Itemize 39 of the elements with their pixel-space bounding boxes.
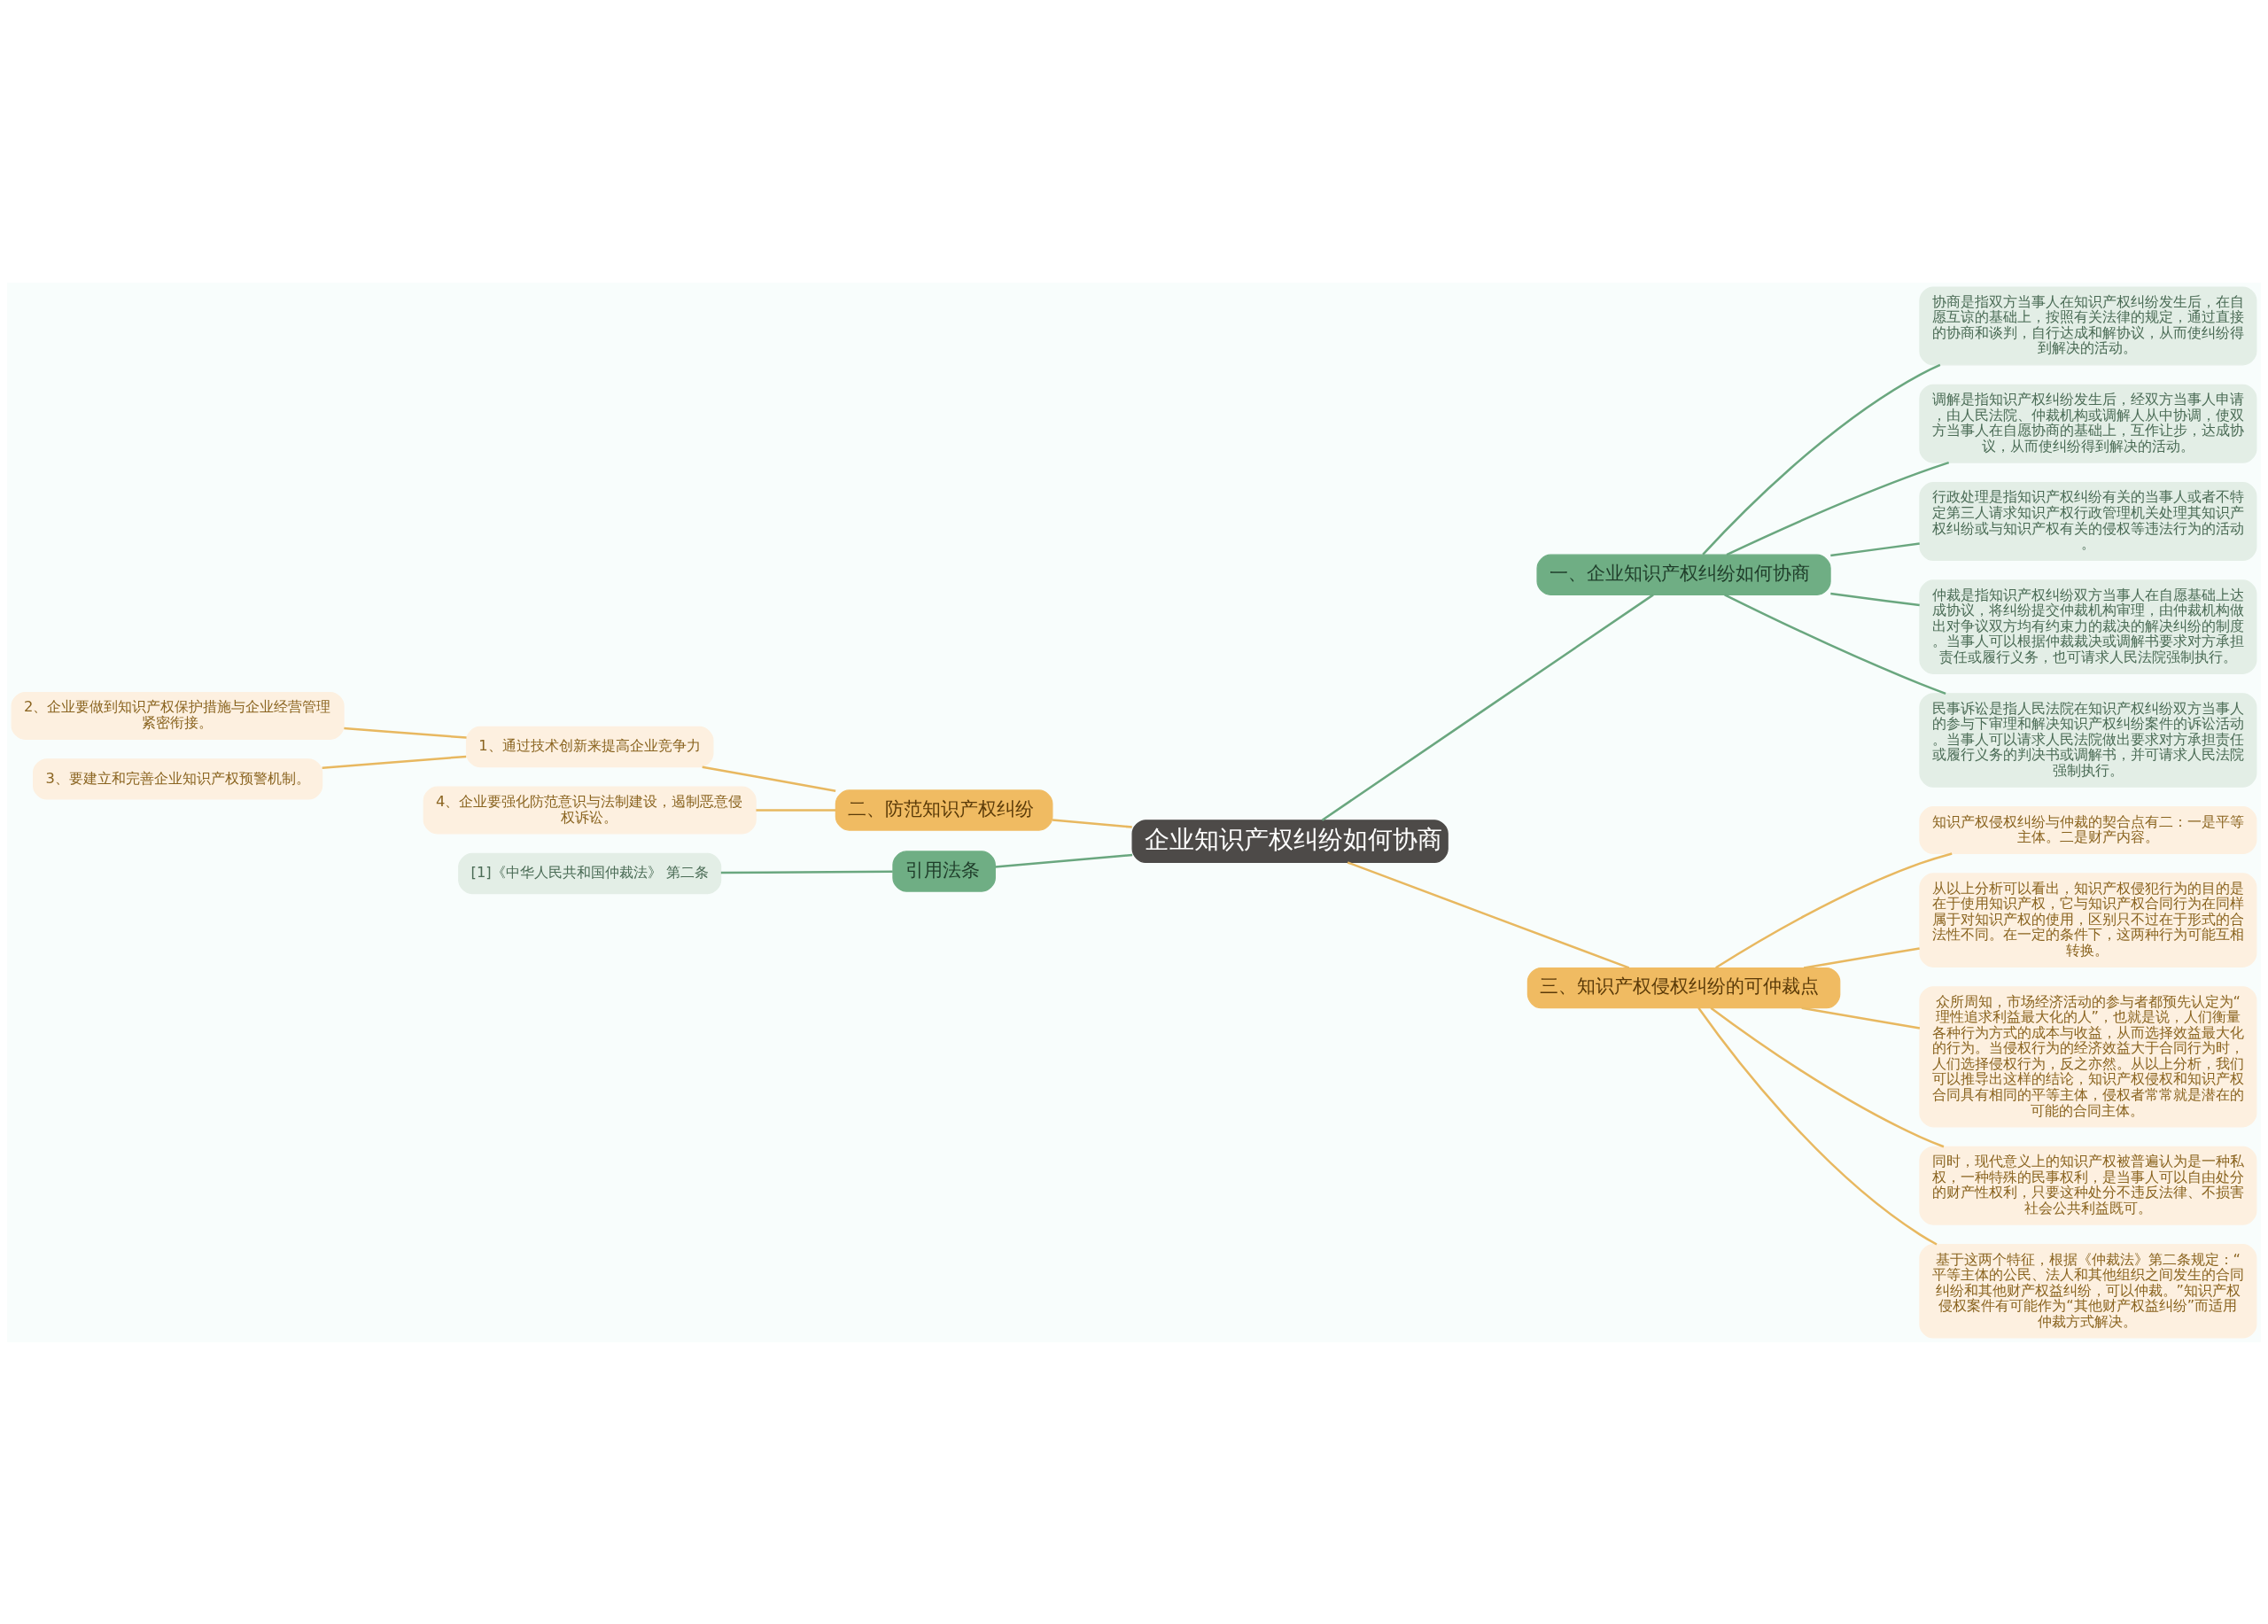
connector xyxy=(756,808,836,812)
node-box: 引用法条 xyxy=(892,850,996,892)
connector xyxy=(1830,541,1920,556)
node-box: 众所周知，市场经济活动的参与者都预先认定为“理性追求利益最大化的人”，也就是说，人们衡量各种行为方式的成本与收益，从而选择效益最大化的行为。当侵权行为的经济效益大于合同行为时，人们选择侵权行为，反之亦然。从以上分析，我们可以推导出这样的结论，知识产权侵权和知识产权合同具有相同的平等主体，侵权者常常就是潜在的可能的合同主体。 xyxy=(1919,985,2257,1127)
node-box: 4、企业要强化防范意识与法制建设，遏制恶意侵权诉讼。 xyxy=(423,786,757,834)
connector xyxy=(1803,946,1920,969)
node-box: 基于这两个特征，根据《仲裁法》第二条规定：“平等主体的公民、法人和其他组织之间发生的合同纠纷和其他财产权益纠纷，可以仲裁。”知识产权侵权案件有可能作为“其他财产权益纠纷”而适用仲裁方式解决。 xyxy=(1919,1243,2257,1339)
node-box: 同时，现代意义上的知识产权被普遍认为是一种私权，一种特殊的民事权利，是当事人可以自由处分的财产性权利，只要这种处分不违反法律、不损害社会公共利益既可。 xyxy=(1919,1146,2257,1225)
node-box: 从以上分析可以看出，知识产权侵犯行为的目的是在于使用知识产权，它与知识产权合同行为在同样属于对知识产权的使用，区别只不过在于形式的合法性不同。在一定的条件下，这两种行为可能互相转换。 xyxy=(1919,872,2257,967)
connector xyxy=(720,870,893,874)
node-box: 企业知识产权纠纷如何协商 xyxy=(1131,819,1449,863)
connector xyxy=(1830,592,1920,606)
node-box: 协商是指双方当事人在知识产权纠纷发生后，在自愿互谅的基础上，按照有关法律的规定，通过直接的协商和谈判，自行达成和解协议，从而使纠纷得到解决的活动。 xyxy=(1919,285,2257,365)
connector xyxy=(1702,363,1941,556)
connector xyxy=(1052,818,1132,828)
node-box: 仲裁是指知识产权纠纷双方当事人在自愿基础上达成协议，将纠纷提交仲裁机构审理，由仲裁机构做出对争议双方均有约束力的裁决的解决纠纷的制度。当事人可以根据仲裁裁决或调解书要求对方承担责任或履行义务，也可请求人民法院强制执行。 xyxy=(1919,579,2257,674)
connector xyxy=(1710,1006,1945,1147)
connector xyxy=(995,853,1133,868)
node-box: 1、通过技术创新来提高企业竞争力 xyxy=(465,726,714,767)
connector xyxy=(1347,860,1630,969)
node-box: [1]《中华人民共和国仲裁法》 第二条 xyxy=(458,852,722,894)
node-box: 调解是指知识产权纠纷发生后，经双方当事人申请，由人民法院、仲裁机构或调解人从中协调，使双方当事人在自愿协商的基础上，互作让步，达成协议，从而使纠纷得到解决的活动。 xyxy=(1919,384,2257,463)
connector xyxy=(1715,851,1953,968)
connector xyxy=(702,765,836,792)
node-box: 3、要建立和完善企业知识产权预警机制。 xyxy=(33,758,323,800)
node-box: 一、企业知识产权纠纷如何协商 xyxy=(1536,554,1831,595)
node-box: 三、知识产权侵权纠纷的可仲裁点 xyxy=(1526,967,1841,1008)
node-box: 民事诉讼是指人民法院在知识产权纠纷双方当事人的参与下审理和解决知识产权纠纷案件的诉讼活动。当事人可以请求人民法院做出要求对方承担责任或履行义务的判决书或调解书，并可请求人民法院强制执行。 xyxy=(1919,692,2257,788)
connector xyxy=(1321,593,1654,821)
node-box: 行政处理是指知识产权纠纷有关的当事人或者不特定第三人请求知识产权行政管理机关处理其知识产权纠纷或与知识产权有关的侵权等违法行为的活动。 xyxy=(1919,481,2257,561)
connector xyxy=(1801,1006,1921,1030)
connector xyxy=(1726,461,1950,556)
node-box: 二、防范知识产权纠纷 xyxy=(835,789,1053,831)
connector xyxy=(1697,1006,1938,1246)
node-box: 知识产权侵权纠纷与仲裁的契合点有二：一是平等主体。二是财产内容。 xyxy=(1919,805,2257,854)
node-box: 2、企业要做到知识产权保护措施与企业经营管理紧密衔接。 xyxy=(11,691,345,740)
connector xyxy=(1724,593,1946,695)
connector xyxy=(344,727,467,739)
connector xyxy=(322,755,467,769)
